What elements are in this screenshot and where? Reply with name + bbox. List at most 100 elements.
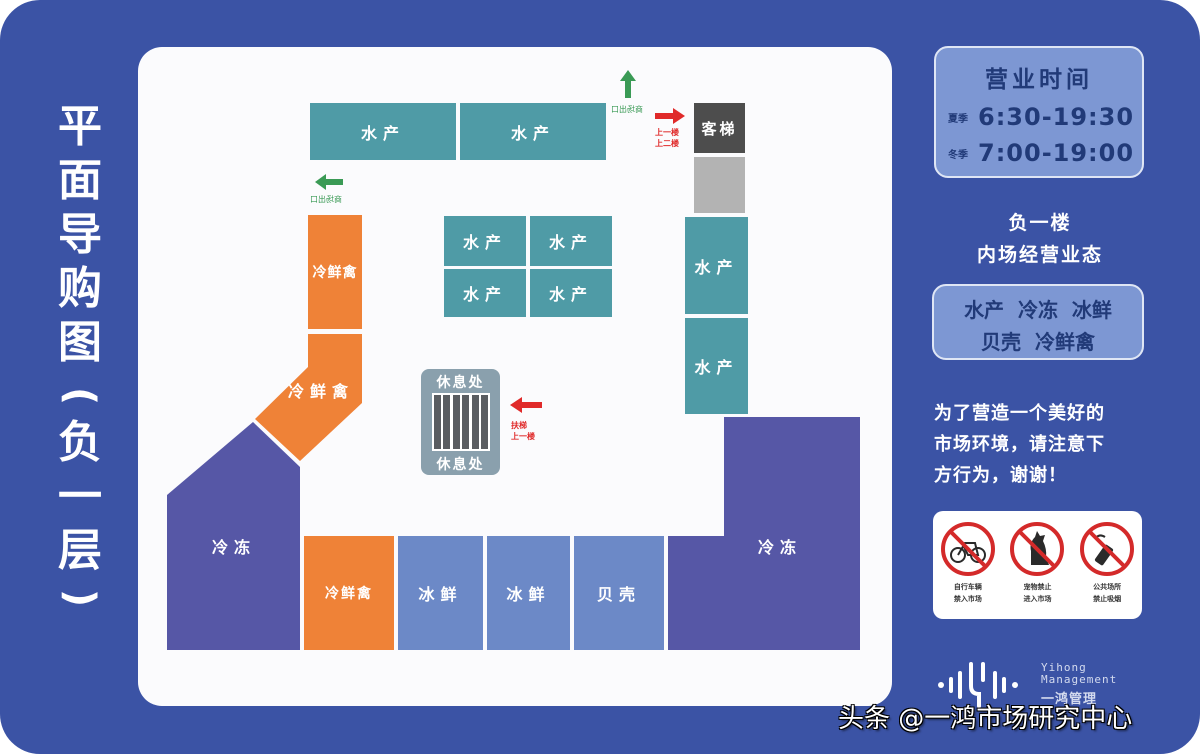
sign-caption-line: 进入市场 — [1023, 595, 1052, 603]
stall-label: 水产 — [462, 233, 507, 252]
map-shapes — [167, 334, 860, 650]
notice-line: 方行为，谢谢！ — [934, 465, 1067, 486]
elevator-label: 客梯 — [701, 119, 738, 138]
hours-time: 6:30-19:30 — [978, 103, 1135, 131]
sign-caption-line: 自行车辆 — [953, 583, 982, 591]
sign-caption: 自行车辆 禁入市场 — [954, 581, 982, 605]
stall-poultry-diagonal[interactable] — [255, 334, 362, 461]
stall-frozen-left[interactable] — [167, 422, 300, 650]
stall-label: 水产 — [548, 285, 593, 304]
hours-row-summer: 夏季 6:30-19:30 — [948, 103, 1134, 131]
logo-english: Yihong Management — [1041, 662, 1117, 686]
stall-label: 冷鲜禽 — [312, 265, 358, 281]
sign-caption: 公共场所 禁止吸烟 — [1093, 581, 1121, 605]
stall-label: 冰鲜 — [418, 585, 463, 604]
rest-area-label-top: 休息处 — [436, 375, 485, 391]
exit-up-arrow-icon — [620, 70, 636, 98]
logo-en-line: Management — [1041, 673, 1118, 686]
stall-aquatic-center-3[interactable]: 水产 — [444, 269, 526, 317]
escalator-note-line: 上一楼 — [511, 432, 535, 441]
title-char: 导 — [58, 209, 102, 260]
stall-ice-fresh-1[interactable]: 冰鲜 — [398, 536, 483, 650]
company-logo: Yihong Management 一鸿管理 — [935, 660, 1145, 710]
elevator[interactable]: 客梯 — [694, 103, 745, 153]
notice-line: 市场环境，请注意下 — [934, 434, 1105, 455]
stall-label: 水产 — [360, 123, 405, 143]
watermark: 头条 @一鸿市场研究中心 — [838, 704, 1133, 734]
season-label: 冬季 — [948, 149, 968, 161]
title-char: 面 — [58, 155, 102, 206]
title-char: 购 — [58, 263, 102, 314]
stall-label: 水产 — [694, 358, 739, 377]
notice-text: 为了营造一个美好的 市场环境，请注意下 方行为，谢谢！ — [930, 398, 1150, 491]
stall-aquatic-top-left[interactable]: 水产 — [310, 103, 456, 160]
sign-caption-line: 公共场所 — [1093, 583, 1122, 591]
elevator-note-line: 上一楼 — [655, 128, 679, 137]
stall-poultry-left[interactable]: 冷鲜禽 — [308, 215, 362, 329]
title-char: 图 — [58, 317, 102, 368]
hours-time: 7:00-19:00 — [978, 139, 1135, 167]
sign-caption-line: 禁止吸烟 — [1093, 595, 1122, 603]
title-char: 平 — [58, 101, 102, 152]
elevator-note-line: 上二楼 — [655, 139, 679, 148]
stall-aquatic-center-4[interactable]: 水产 — [530, 269, 612, 317]
stall-poultry-bottom[interactable]: 冷鲜禽 — [304, 536, 394, 650]
sign-no-smoking: 公共场所 禁止吸烟 — [1077, 521, 1137, 619]
floor-map: 冷鲜禽 冷冻 冷冻 水产 水产 水产 水产 水产 水产 客梯 水产 水产 冷鲜禽… — [138, 47, 892, 706]
logo-chinese: 一鸿管理 — [1041, 692, 1098, 707]
floor-char: 负 — [58, 417, 102, 468]
no-bicycle-icon — [940, 522, 995, 576]
opening-hours-title: 营业时间 — [985, 67, 1093, 93]
rest-area-label-bottom: 休息处 — [436, 457, 485, 473]
escalator-icon — [432, 393, 490, 451]
elevator-shaft — [694, 157, 745, 213]
rest-area[interactable]: 休息处 休息处 — [421, 369, 500, 475]
stall-aquatic-center-1[interactable]: 水产 — [444, 216, 526, 266]
exit-left-label: 商场出口 — [310, 195, 342, 204]
exit-top-label: 商场出口 — [611, 105, 643, 114]
stall-label: 水产 — [548, 233, 593, 252]
season-label: 夏季 — [948, 113, 968, 125]
elevator-note: 上一楼 上二楼 — [655, 127, 679, 149]
vertical-title: 平 面 导 购 图 ( 负 一 层 ) — [48, 100, 112, 618]
opening-hours-panel: 营业时间 夏季 6:30-19:30 冬季 7:00-19:00 — [934, 46, 1144, 178]
escalator-note-line: 扶梯 — [511, 421, 527, 430]
title-paren-close: ) — [57, 588, 103, 608]
floor-heading: 负一楼 — [1008, 212, 1072, 234]
elevator-arrow-icon — [655, 108, 685, 124]
stall-label: 水产 — [694, 257, 739, 277]
stall-aquatic-center-2[interactable]: 水产 — [530, 216, 612, 266]
stall-label: 冷冻 — [758, 538, 803, 557]
stall-label: 冷冻 — [212, 538, 257, 557]
logo-en-line: Yihong — [1041, 661, 1087, 674]
categories-line: 贝壳 冷鲜禽 — [981, 330, 1095, 354]
hours-row-winter: 冬季 7:00-19:00 — [948, 139, 1134, 167]
soundwave-logo-icon — [938, 662, 1018, 708]
floor-char: 层 — [58, 525, 102, 576]
sign-caption: 宠物禁止 进入市场 — [1023, 581, 1051, 605]
sign-no-pets: 宠物禁止 进入市场 — [1007, 521, 1067, 619]
escalator-note: 扶梯 上一楼 — [511, 420, 535, 442]
stall-aquatic-right-lower[interactable]: 水产 — [685, 318, 748, 414]
stall-aquatic-right-upper[interactable]: 水产 — [685, 217, 748, 314]
escalator-arrow-icon — [510, 397, 542, 413]
stall-label: 水产 — [462, 285, 507, 304]
stall-label: 水产 — [510, 123, 555, 143]
floor-char: 一 — [58, 471, 102, 522]
no-smoking-icon — [1080, 522, 1135, 576]
prohibition-signs: 自行车辆 禁入市场 宠物禁止 进入市场 公共场所 — [933, 511, 1142, 619]
stall-shellfish[interactable]: 贝壳 — [574, 536, 664, 650]
floor-subheading: 内场经营业态 — [976, 244, 1103, 266]
sign-caption-line: 宠物禁止 — [1023, 583, 1052, 591]
notice-line: 为了营造一个美好的 — [934, 403, 1105, 424]
sign-caption-line: 禁入市场 — [953, 595, 982, 603]
exit-left-arrow-icon — [315, 174, 343, 190]
stall-label: 贝壳 — [596, 585, 641, 604]
stall-aquatic-top-right[interactable]: 水产 — [460, 103, 606, 160]
stall-frozen-right[interactable] — [668, 417, 860, 650]
no-pets-icon — [1010, 522, 1065, 576]
stall-label: 冷鲜禽 — [288, 382, 355, 401]
stall-ice-fresh-2[interactable]: 冰鲜 — [487, 536, 570, 650]
title-paren-open: ( — [57, 386, 103, 406]
